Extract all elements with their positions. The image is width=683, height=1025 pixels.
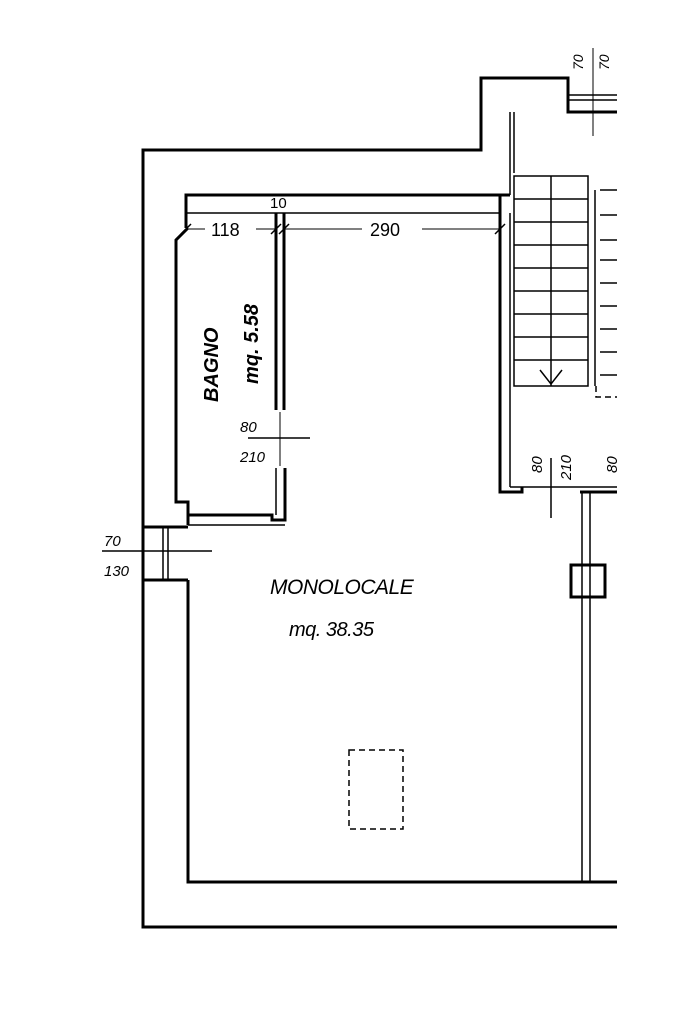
bagno-walls [174, 213, 287, 526]
dim-door-right-h: 210 [558, 454, 575, 481]
dim-main-width: 290 [370, 220, 400, 240]
dim-door-bagno-w: 80 [240, 419, 257, 436]
dim-window-left-h: 130 [104, 563, 130, 580]
dim-window-left-w: 70 [104, 533, 121, 550]
window-left [102, 525, 212, 580]
dim-door-right-w: 80 [529, 456, 546, 473]
dim-top-a: 70 [570, 54, 586, 70]
room-monolocale-name: MONOLOCALE [270, 576, 415, 599]
staircase [513, 175, 617, 398]
room-bagno-name: BAGNO [201, 327, 223, 402]
skylight-outline [348, 749, 404, 830]
door-bagno [248, 412, 310, 466]
dimension-lines [180, 223, 506, 235]
dim-bagno-width: 118 [211, 220, 240, 240]
top-opening [568, 48, 617, 136]
right-wall [569, 492, 607, 882]
room-monolocale-area: mq. 38.35 [289, 619, 375, 641]
top-partition [184, 112, 515, 228]
dim-top-b: 70 [596, 54, 612, 70]
room-bagno-area: mq. 5.58 [241, 303, 263, 384]
dim-wall-thickness: 10 [270, 195, 287, 212]
dim-door-bagno-h: 210 [239, 449, 266, 466]
dim-door-right-w2: 80 [604, 456, 621, 473]
outer-walls [141, 76, 617, 929]
right-partition [498, 195, 617, 518]
